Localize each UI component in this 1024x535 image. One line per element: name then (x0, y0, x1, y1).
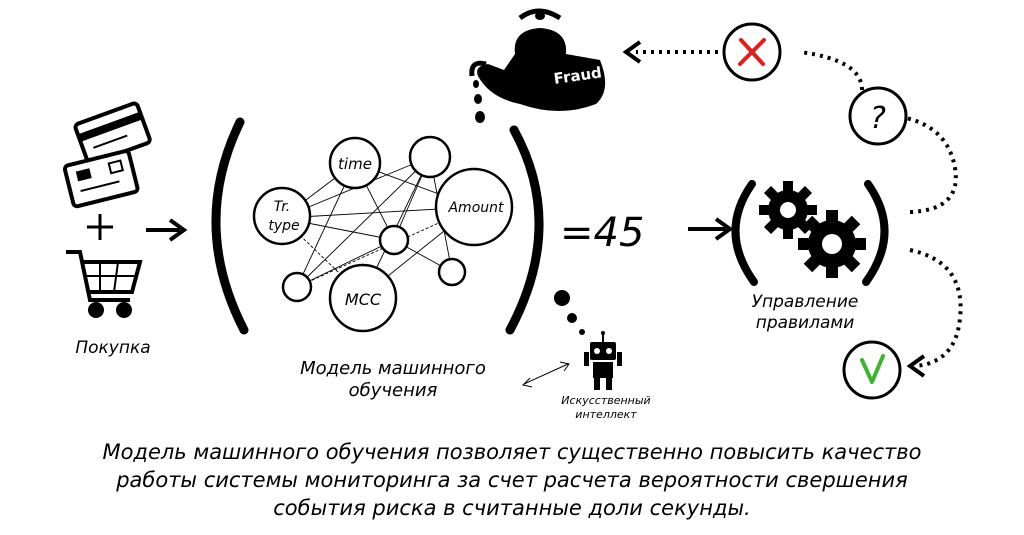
node-mcc-label: MCC (345, 290, 382, 309)
score-value: =45 (560, 210, 644, 256)
rules-label-line2: правилами (755, 313, 855, 333)
caption: Модель машинного обучения позволяет суще… (0, 438, 1024, 522)
node-small-left (281, 271, 313, 303)
rules-right-paren (862, 180, 889, 286)
fraud-kettle-icon (469, 8, 606, 111)
caption-line1: Модель машинного обучения позволяет суще… (102, 440, 922, 464)
double-arrow-model-ai (522, 361, 570, 388)
network-nodes (252, 135, 514, 333)
right-parenthesis (505, 125, 544, 335)
rules-left-paren (731, 180, 758, 286)
dotted-arrow-cross-to-fraud (622, 40, 718, 64)
node-mcc (328, 263, 398, 333)
node-trtype-label-2: type (268, 218, 299, 234)
caption-line2: работы системы мониторинга за счет расче… (116, 468, 908, 492)
dotted-path-rules-to-question (905, 116, 958, 214)
question-mark: ? (870, 101, 886, 136)
rules-label-line1: Управление (751, 292, 859, 312)
approve-check-icon (842, 340, 902, 400)
ai-label-line2: интеллект (575, 408, 637, 421)
reject-cross-icon (722, 22, 782, 82)
caption-line3: события риска в считанные доли секунды. (273, 496, 751, 520)
dotted-path-rules-to-check (909, 248, 963, 368)
node-amount (434, 167, 514, 247)
check-arrowhead (906, 354, 926, 378)
node-time-label: time (338, 155, 372, 173)
credit-cards-icon (62, 101, 152, 209)
left-parenthesis (211, 117, 249, 335)
node-top-right (408, 135, 452, 179)
arrow-score-to-rules (688, 217, 734, 241)
gears-icon (759, 181, 866, 278)
model-label-line2: обучения (348, 380, 438, 401)
ai-label: Искусственный интеллект (536, 394, 676, 422)
node-time (328, 136, 382, 190)
dotted-path-question-to-cross (799, 50, 864, 91)
kettle-drops (473, 80, 485, 123)
rules-label: Управление правилами (730, 292, 880, 334)
node-middle (378, 224, 410, 256)
ai-label-line1: Искусственный (561, 394, 651, 407)
plus-icon (87, 214, 113, 240)
model-label: Модель машинного обучения (268, 358, 518, 402)
purchase-label: Покупка (75, 338, 151, 358)
node-amount-label: Amount (447, 200, 504, 216)
arrow-purchase-to-model (146, 218, 188, 242)
node-trtype (252, 186, 312, 246)
robot-thought-drops (554, 290, 585, 335)
node-trtype-label-1: Tr. (274, 199, 290, 215)
model-label-line1: Модель машинного (300, 358, 486, 379)
shopping-cart-icon (66, 250, 143, 318)
node-small-right (437, 257, 467, 287)
robot-icon (584, 331, 622, 390)
question-icon (848, 86, 908, 146)
